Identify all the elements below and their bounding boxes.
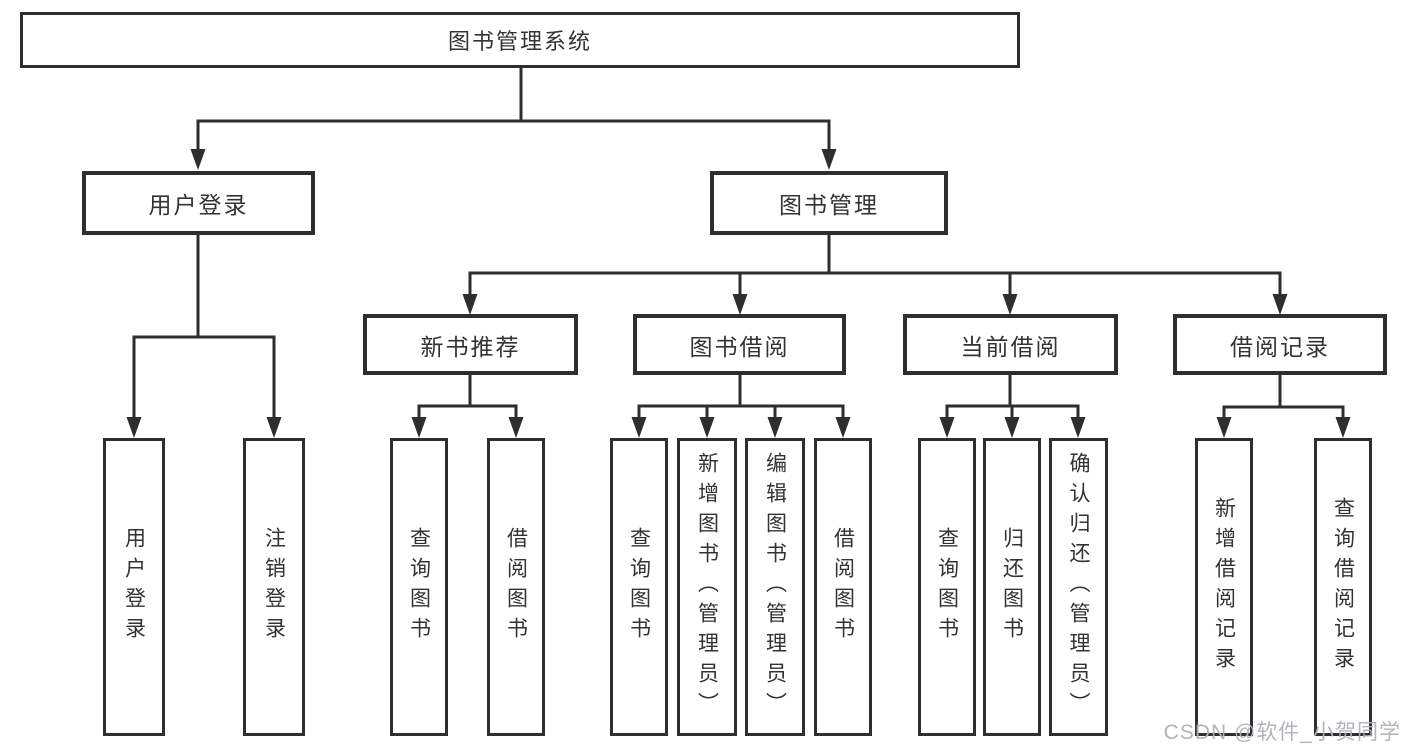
leaf-user-login: 用户登录 [103,438,165,736]
leaf-add-books-admin: 新增图书（管理员） [677,438,737,736]
node-new-book-recommendation: 新书推荐 [363,314,578,375]
node-borrowing-records: 借阅记录 [1173,314,1387,375]
leaf-borrow-books-newbook: 借阅图书 [487,438,545,736]
leaf-confirm-return-admin: 确认归还（管理员） [1049,438,1108,736]
leaf-query-borrow-record: 查询借阅记录 [1314,438,1372,736]
node-book-borrowing: 图书借阅 [633,314,846,375]
leaf-query-books-borrow: 查询图书 [610,438,668,736]
leaf-logout: 注销登录 [243,438,305,736]
leaf-edit-books-admin: 编辑图书（管理员） [745,438,805,736]
leaf-query-books-current: 查询图书 [918,438,976,736]
node-user-login: 用户登录 [82,171,315,235]
leaf-return-books: 归还图书 [983,438,1041,736]
csdn-watermark: CSDN @软件_小贺同学 [1163,721,1401,744]
leaf-add-borrow-record: 新增借阅记录 [1195,438,1253,736]
leaf-query-books-newbook: 查询图书 [390,438,448,736]
node-current-borrowing: 当前借阅 [903,314,1118,375]
node-book-management: 图书管理 [710,171,948,235]
node-library-management-system: 图书管理系统 [20,12,1020,68]
leaf-borrow-books: 借阅图书 [814,438,872,736]
